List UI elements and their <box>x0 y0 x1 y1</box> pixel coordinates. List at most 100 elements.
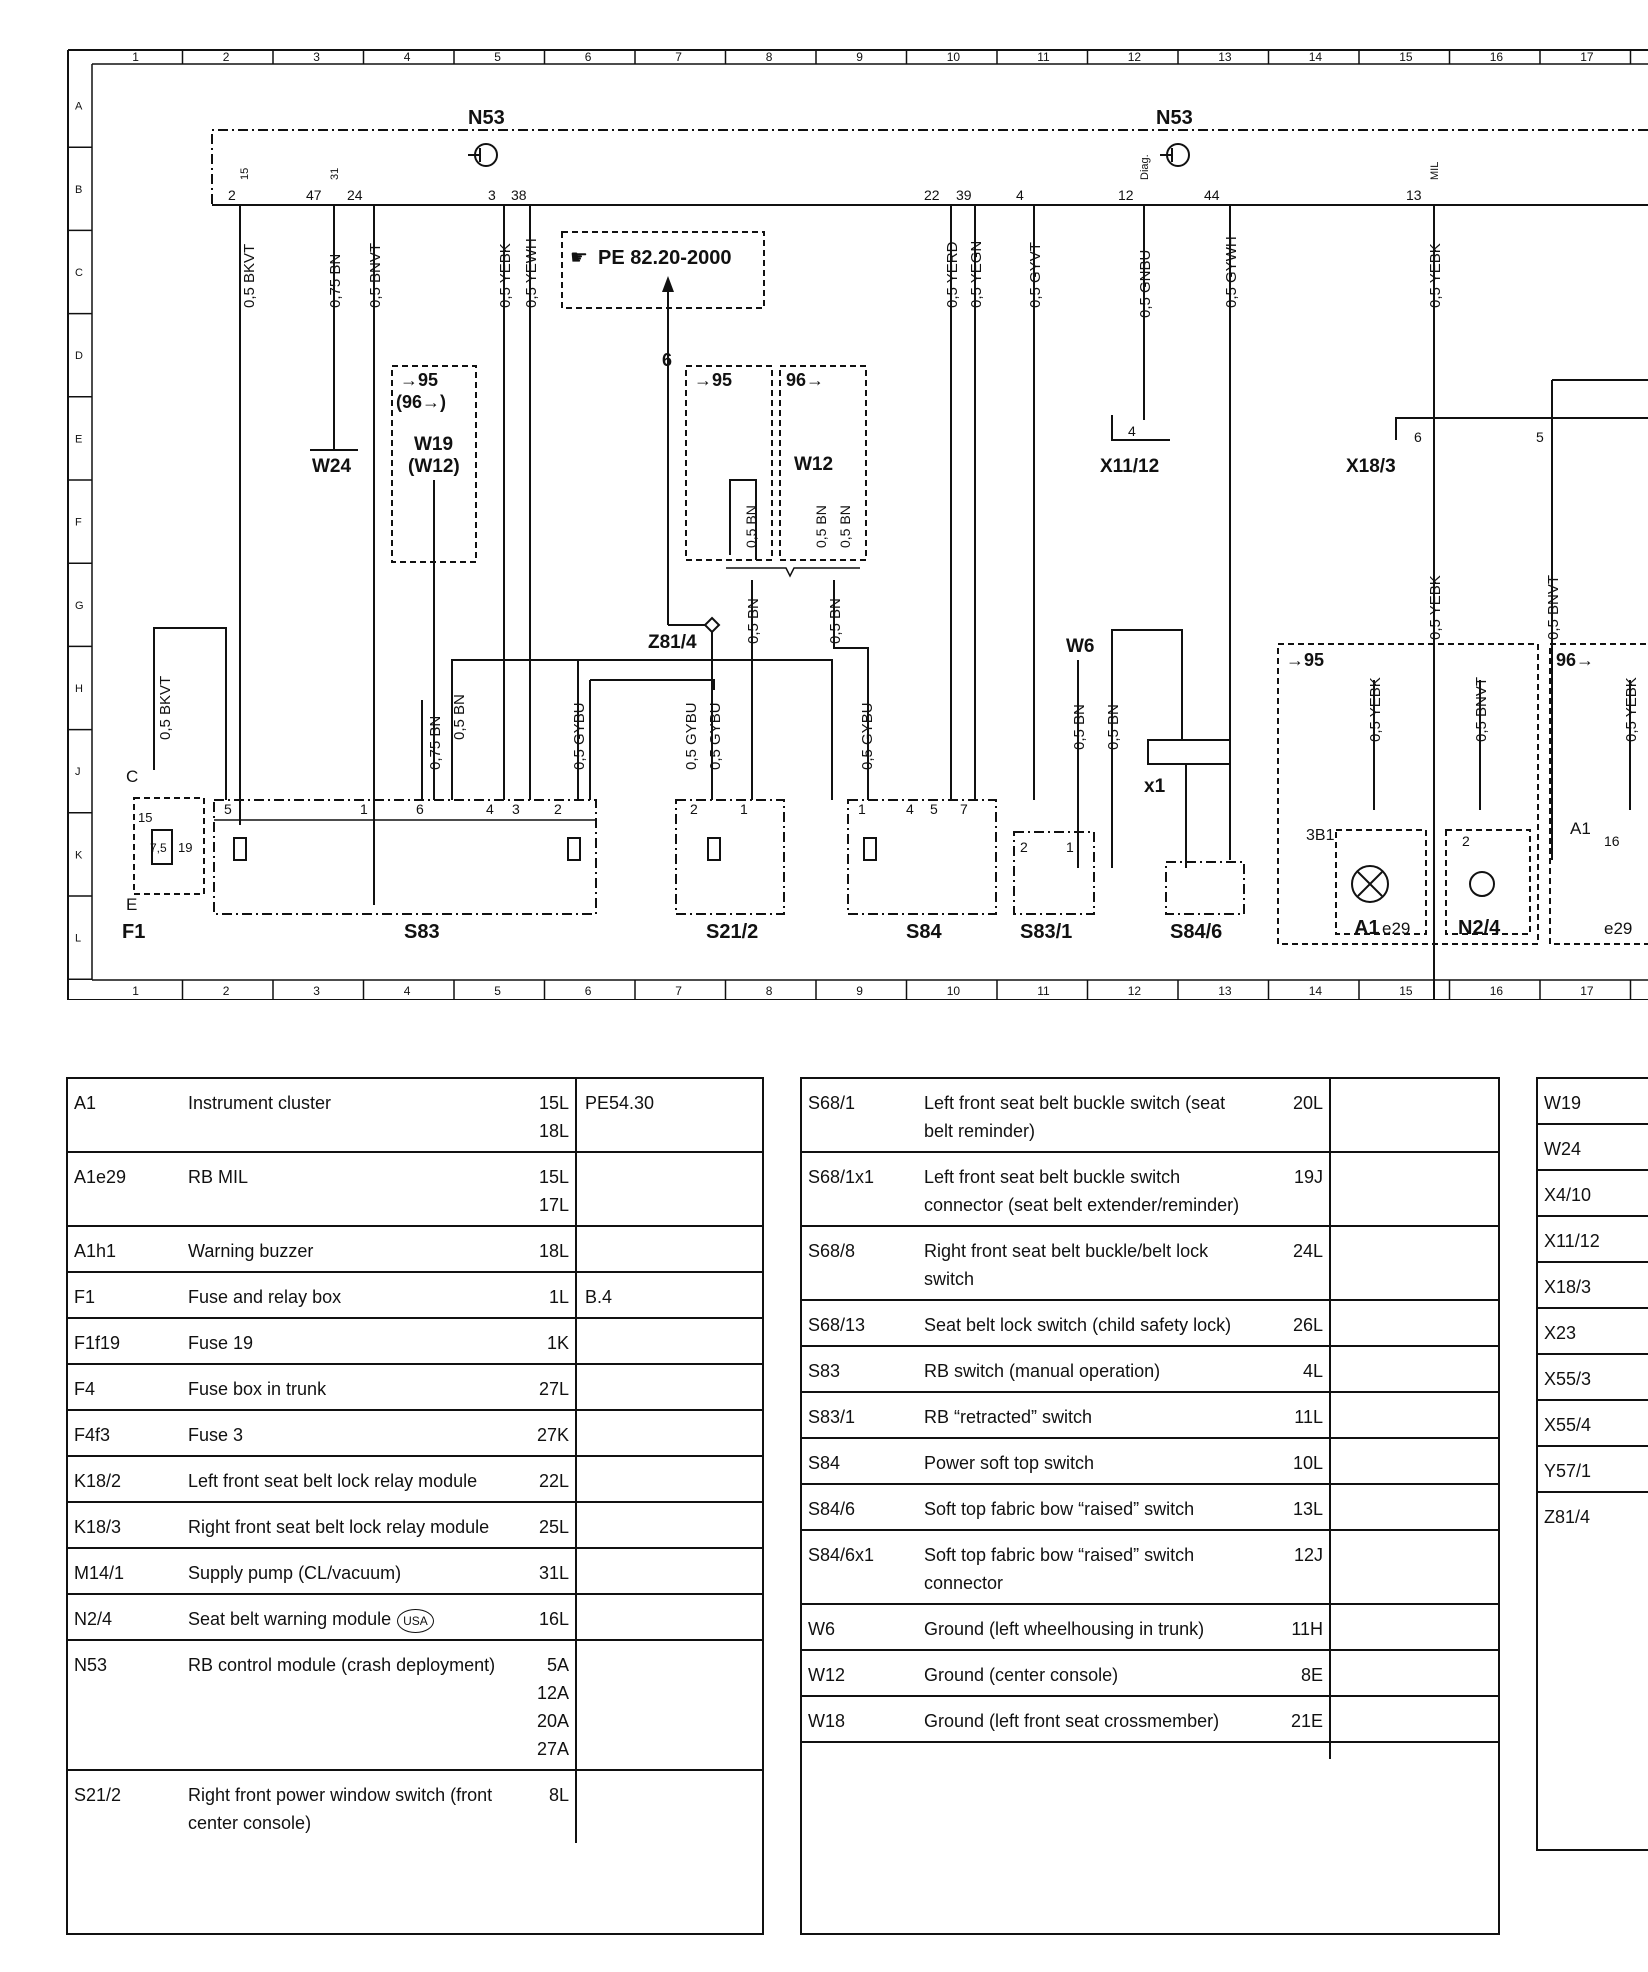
legend-cell-desc: RB control module (crash deployment) <box>180 1639 524 1770</box>
pin-label-vertical: 15 <box>239 168 251 180</box>
x1-connector-box <box>1147 739 1231 765</box>
legend-cell-ref: 8E <box>1262 1649 1330 1696</box>
wire-label: 0,75 BN <box>327 254 344 308</box>
column-number: 17 <box>1580 984 1594 998</box>
legend-cell-code: A1h1 <box>66 1225 180 1272</box>
wire-label: 0,5 GYBU <box>859 702 876 770</box>
legend-row: Y57/1 <box>1536 1445 1648 1492</box>
legend-cell-pe: PE54.30 <box>575 1077 764 1152</box>
legend-cell-desc: Instrument cluster <box>180 1077 524 1152</box>
legend-cell-pe <box>1329 1299 1500 1346</box>
legend-cell-pe <box>575 1363 764 1410</box>
legend-cell-pe <box>1329 1741 1500 1759</box>
legend-cell-ref: 15L 17L <box>524 1151 576 1226</box>
legend-cell-code: Z81/4 <box>1536 1491 1648 1537</box>
pin-label: 6 <box>416 801 424 817</box>
column-number: 1 <box>132 984 139 998</box>
legend-cell-code: K18/2 <box>66 1455 180 1502</box>
column-number: 4 <box>404 50 411 64</box>
legend-cell-pe <box>1329 1437 1500 1484</box>
column-number: 13 <box>1218 50 1232 64</box>
column-number: 9 <box>856 984 863 998</box>
wire-label: 0,5 GYBU <box>683 702 700 770</box>
legend-cell-desc <box>916 1741 1262 1759</box>
pin-label: 5 <box>224 801 232 817</box>
legend-cell-desc: Left front seat belt lock relay module <box>180 1455 524 1502</box>
column-number: 8 <box>766 984 773 998</box>
legend-cell-desc: Soft top fabric bow “raised” switch <box>916 1483 1262 1530</box>
legend-cell-code: A1 <box>66 1077 180 1152</box>
s21-2-label: S21/2 <box>706 921 758 943</box>
gybu-harness <box>421 659 833 800</box>
3b1-label: 3B1 <box>1306 827 1335 844</box>
row-letter: J <box>75 766 81 778</box>
column-number: 15 <box>1399 50 1413 64</box>
pin-label: 3 <box>488 187 496 203</box>
pin-label: 44 <box>1204 187 1220 203</box>
legend-cell-code: X55/3 <box>1536 1353 1648 1400</box>
legend-cell-ref: 24L <box>1262 1225 1330 1300</box>
column-number: 4 <box>404 984 411 998</box>
usa-badge: USA <box>397 1609 434 1633</box>
wire-label: 0,5 BN <box>837 505 853 548</box>
column-number: 11 <box>1037 50 1050 64</box>
s83-switch-box <box>213 799 597 915</box>
legend-cell-code: W12 <box>800 1649 916 1696</box>
pe-reference-box <box>561 231 765 309</box>
splice-icon <box>703 616 721 634</box>
wire-label: 0,5 BKVT <box>157 676 174 740</box>
column-number: 17 <box>1580 50 1594 64</box>
pin-label-vertical: Diag. <box>1139 154 1151 180</box>
legend-cell-code: W6 <box>800 1603 916 1650</box>
column-number: 2 <box>223 50 230 64</box>
legend-cell-ref: 10L <box>1262 1437 1330 1484</box>
row-letter: D <box>75 350 83 362</box>
w12-paren-label: (W12) <box>408 456 460 477</box>
legend-cell-pe <box>575 1225 764 1272</box>
e29-label: e29 <box>1382 919 1410 938</box>
pin-label: 4 <box>906 801 914 817</box>
legend-cell-ref: 19J <box>1262 1151 1330 1226</box>
legend-cell-desc: Fuse and relay box <box>180 1271 524 1318</box>
row-letter: A <box>75 101 83 113</box>
pin-label-vertical: 31 <box>329 168 341 180</box>
column-number: 12 <box>1128 984 1142 998</box>
pin-label: 2 <box>228 187 236 203</box>
legend-cell-pe <box>1329 1391 1500 1438</box>
variant-label: (96→) <box>396 392 446 412</box>
legend-cell-ref: 11H <box>1262 1603 1330 1650</box>
row-letter: E <box>75 433 82 445</box>
w12-label: W12 <box>794 454 833 475</box>
pin-label: 5 <box>1536 429 1544 445</box>
pin-label: 2 <box>1020 839 1028 855</box>
legend-cell-code: X4/10 <box>1536 1169 1648 1216</box>
column-number: 3 <box>313 984 320 998</box>
legend-cell-code: W19 <box>1536 1077 1648 1124</box>
wire-label: 0,5 BN <box>813 505 829 548</box>
a1e29-box <box>1335 829 1427 935</box>
wire-label: 0,5 YEWH <box>523 238 540 308</box>
column-number: 16 <box>1490 50 1504 64</box>
variant-label: →95 <box>400 370 438 390</box>
column-number: 12 <box>1128 50 1142 64</box>
column-number: 7 <box>675 50 682 64</box>
row-letter: H <box>75 683 83 695</box>
